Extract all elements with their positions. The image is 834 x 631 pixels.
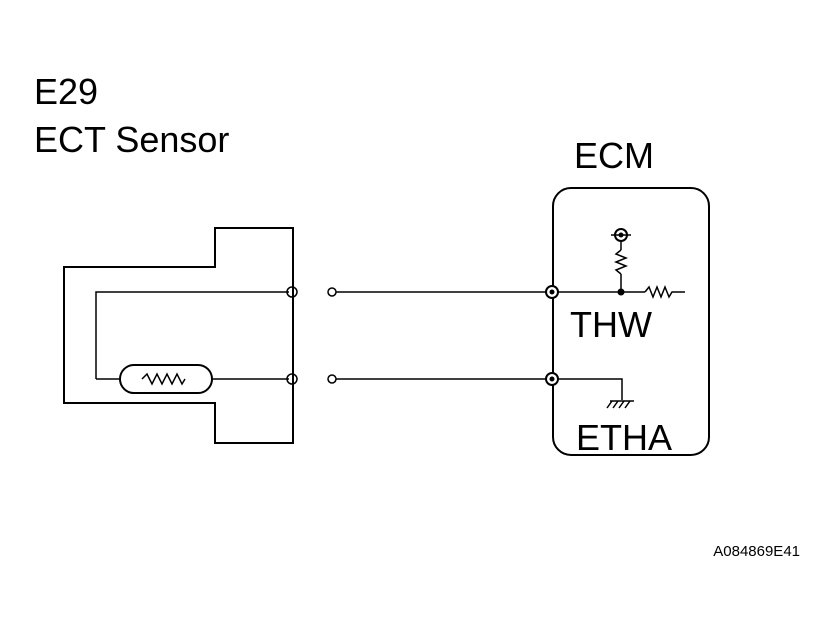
pin-label-etha: ETHA: [576, 417, 672, 458]
sensor-body-outline: [63, 227, 294, 444]
ecm-terminal-etha: [545, 372, 559, 386]
connector-name: ECT Sensor: [34, 119, 229, 160]
resistor-zigzag-icon: [613, 249, 629, 275]
figure-reference: A084869E41: [713, 543, 800, 560]
ecm-terminal-thw: [545, 285, 559, 299]
thermistor-icon: [119, 364, 213, 394]
sensor-terminal-bottom: [286, 373, 298, 385]
ecm-title: ECM: [574, 135, 654, 176]
supply-terminal-icon: [611, 228, 631, 242]
ecm-etha-internal-line: [558, 378, 623, 400]
harness-terminal-bottom: [327, 374, 337, 384]
harness-terminal-top: [327, 287, 337, 297]
sensor-terminal-top: [286, 286, 298, 298]
ecm-box: [552, 187, 710, 456]
sensor-inner-wire-top: [95, 291, 289, 379]
pin-label-thw: THW: [570, 304, 652, 345]
connector-id: E29: [34, 71, 98, 112]
resistor-zigzag-icon: [644, 284, 685, 300]
ground-icon: [606, 400, 634, 409]
